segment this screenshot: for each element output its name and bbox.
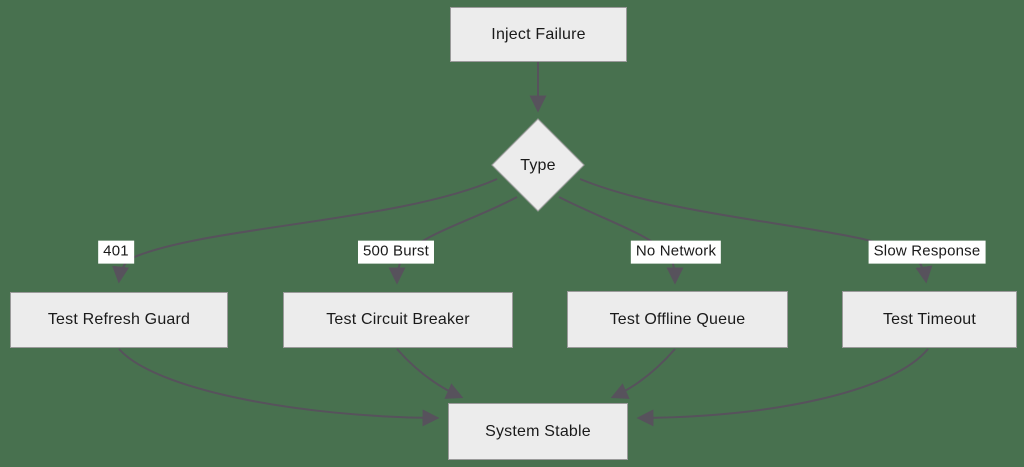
- node-test-timeout-label: Test Timeout: [882, 310, 977, 328]
- node-test-refresh-guard-label: Test Refresh Guard: [47, 311, 191, 328]
- edge-label-no-network: No Network: [630, 240, 722, 264]
- node-test-offline-queue: Test Offline Queue: [567, 291, 788, 348]
- edge-label-500-burst: 500 Burst: [357, 240, 435, 264]
- edge-type-to-timeout: [579, 178, 933, 284]
- edge-type-to-offline-queue: [558, 196, 684, 285]
- node-system-stable: System Stable: [448, 403, 628, 460]
- node-test-circuit-breaker-label: Test Circuit Breaker: [326, 311, 470, 328]
- node-test-timeout: Test Timeout: [842, 291, 1017, 348]
- edge-type-to-refresh-guard: [112, 178, 498, 284]
- node-test-circuit-breaker: Test Circuit Breaker: [283, 292, 513, 348]
- edge-refresh-guard-to-stable: [118, 348, 440, 427]
- node-system-stable-label: System Stable: [485, 422, 591, 440]
- edge-label-401: 401: [98, 240, 134, 264]
- node-test-refresh-guard: Test Refresh Guard: [10, 292, 228, 348]
- node-type-label: Type: [520, 157, 556, 174]
- node-inject-failure-label: Inject Failure: [491, 25, 586, 43]
- edge-type-to-circuit-breaker: [388, 196, 518, 285]
- node-test-offline-queue-label: Test Offline Queue: [609, 310, 746, 328]
- edge-timeout-to-stable: [636, 348, 929, 427]
- edge-label-slow-response: Slow Response: [868, 240, 986, 264]
- node-inject-failure: Inject Failure: [450, 7, 627, 62]
- edge-offline-queue-to-stable: [610, 348, 676, 399]
- edge-circuit-breaker-to-stable: [396, 348, 464, 399]
